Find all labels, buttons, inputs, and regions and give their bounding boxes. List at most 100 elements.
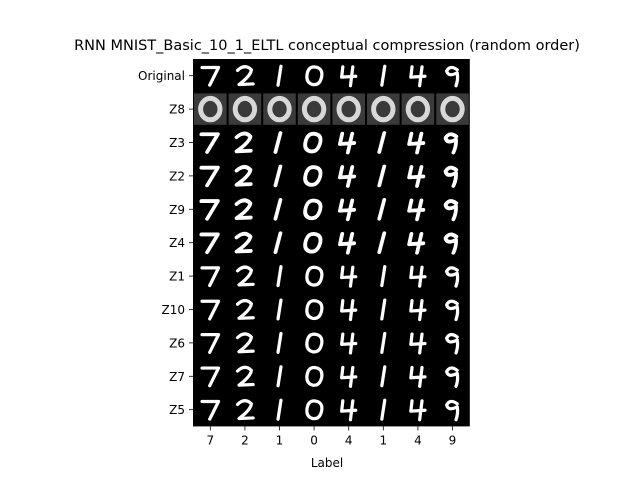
image-cell — [235, 399, 255, 421]
image-cell — [199, 165, 220, 188]
image-cell — [377, 231, 387, 255]
digit-stroke — [234, 131, 253, 154]
image-cell — [199, 132, 220, 154]
image-cell — [338, 131, 357, 155]
image-cell — [443, 199, 459, 222]
image-cell — [276, 64, 283, 87]
digit-stroke — [234, 198, 253, 221]
image-cell — [340, 299, 358, 322]
image-cell — [409, 399, 427, 422]
digit-stroke — [409, 332, 427, 355]
image-cell — [276, 365, 283, 388]
blurred-digit-blob — [198, 95, 223, 123]
image-cell — [235, 365, 255, 387]
image-cell — [235, 265, 255, 287]
digit-stroke — [200, 299, 221, 321]
image-cell — [199, 199, 220, 221]
digit-stroke — [409, 299, 427, 322]
row-tick-label: Z2 — [169, 169, 185, 183]
image-cell — [303, 198, 323, 221]
digit-stroke — [338, 231, 357, 255]
digit-stroke — [199, 165, 220, 188]
digit-stroke — [443, 199, 459, 222]
digit-stroke — [443, 232, 459, 255]
image-cell — [234, 131, 253, 154]
image-cell — [235, 65, 255, 87]
row-tick-label: Z4 — [169, 236, 185, 250]
image-cell — [305, 365, 324, 387]
digit-stroke — [235, 265, 255, 287]
digit-stroke — [235, 399, 255, 421]
digit-stroke — [305, 299, 324, 321]
digit-stroke — [407, 231, 426, 255]
digit-stroke — [445, 366, 460, 388]
digit-stroke — [407, 131, 426, 155]
image-cell — [445, 65, 460, 88]
image-cell — [367, 93, 400, 125]
image-cell — [303, 231, 323, 254]
image-cell — [407, 198, 426, 222]
row-tick-label: Original — [138, 69, 185, 83]
digit-stroke — [380, 265, 387, 288]
image-cell — [234, 198, 253, 221]
column-tick-label: 0 — [310, 433, 318, 447]
digit-stroke — [200, 399, 221, 421]
chart-title: RNN MNIST_Basic_10_1_ELTL conceptual com… — [74, 38, 580, 54]
image-cell — [380, 64, 387, 87]
image-cell — [276, 398, 283, 421]
image-cell — [380, 331, 387, 354]
digit-stroke — [273, 197, 283, 221]
digit-stroke — [443, 132, 459, 155]
row-tick-label: Z9 — [169, 203, 185, 217]
image-cell — [445, 399, 460, 422]
column-tick-label: 9 — [449, 433, 457, 447]
digit-stroke — [338, 165, 357, 188]
digit-stroke — [445, 399, 460, 422]
digit-stroke — [199, 132, 220, 154]
image-cell — [305, 399, 324, 421]
blurred-digit-blob — [371, 95, 396, 123]
row-tick-label: Z10 — [162, 303, 186, 317]
digit-stroke — [199, 199, 220, 221]
image-cell — [407, 131, 426, 155]
image-cell — [407, 231, 426, 255]
column-tick-label: 2 — [241, 433, 249, 447]
digit-stroke — [443, 165, 459, 188]
digit-stroke — [409, 399, 427, 422]
digit-stroke — [377, 164, 387, 188]
blurred-digit-blob — [301, 95, 327, 123]
digit-stroke — [273, 231, 283, 255]
digit-stroke — [445, 266, 460, 288]
image-cell — [445, 266, 460, 288]
digit-stroke — [276, 64, 283, 87]
image-cell — [445, 366, 460, 388]
digit-stroke — [305, 65, 324, 87]
row-tick-label: Z8 — [169, 103, 185, 117]
image-cell — [228, 93, 262, 125]
image-cell — [380, 265, 387, 288]
image-cell — [297, 93, 331, 125]
image-cell — [273, 197, 283, 221]
digit-stroke — [276, 331, 283, 354]
image-cell — [380, 365, 387, 388]
digit-stroke — [303, 198, 323, 221]
digit-stroke — [377, 131, 387, 154]
row-tick-label: Z1 — [169, 270, 185, 284]
image-cell — [445, 299, 460, 322]
image-cell — [235, 332, 255, 354]
blurred-digit-blob — [232, 95, 258, 123]
image-cell — [305, 332, 324, 354]
column-tick-label: 1 — [276, 433, 284, 447]
column-tick-label: 4 — [414, 433, 422, 447]
image-cell — [276, 298, 283, 321]
image-cell — [409, 299, 427, 322]
image-cell — [234, 231, 253, 254]
digit-stroke — [380, 398, 387, 421]
image-cell — [305, 265, 324, 287]
image-cell — [340, 365, 358, 388]
row-tick-label: Z7 — [169, 370, 185, 384]
column-tick-label: 7 — [206, 433, 214, 447]
digit-stroke — [273, 164, 283, 188]
